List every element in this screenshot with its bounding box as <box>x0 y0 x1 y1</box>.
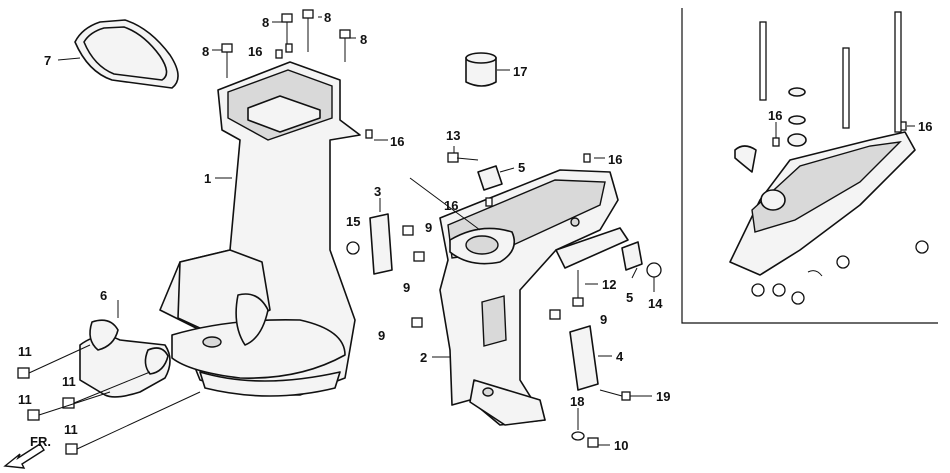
fr-label: FR. <box>30 434 51 449</box>
bolt-13 <box>447 152 459 163</box>
callout-11a: 11 <box>18 344 32 359</box>
pins-16 <box>285 43 907 207</box>
bolt-group-top <box>221 9 351 78</box>
callout-9a: 9 <box>425 220 432 235</box>
callout-1: 1 <box>204 171 211 186</box>
callout-15: 15 <box>346 214 360 229</box>
callout-16e: 16 <box>768 108 782 123</box>
callout-16d: 16 <box>444 198 458 213</box>
callout-14: 14 <box>648 296 663 311</box>
callout-11d: 11 <box>64 422 78 437</box>
callout-7: 7 <box>44 53 51 68</box>
bolt-12 <box>572 297 584 307</box>
inset-assembly <box>729 11 929 305</box>
callout-16b: 16 <box>390 134 404 149</box>
callout-19: 19 <box>656 389 670 404</box>
leader-lines <box>57 16 915 446</box>
washer-18 <box>571 431 585 441</box>
inset-frame <box>681 8 938 324</box>
mount-5b <box>621 241 643 271</box>
callout-11c: 11 <box>18 392 32 407</box>
callout-13: 13 <box>446 128 460 143</box>
callout-8c: 8 <box>202 44 209 59</box>
callout-16a: 16 <box>248 44 262 59</box>
callout-16c: 16 <box>608 152 622 167</box>
callout-4: 4 <box>616 349 624 364</box>
nut-15 <box>346 241 360 255</box>
extension-case <box>159 61 361 397</box>
front-direction-arrow: FR. <box>3 434 51 469</box>
bolt-9d <box>549 309 561 320</box>
callout-17: 17 <box>513 64 527 79</box>
bolt-11d <box>65 443 78 455</box>
bolt-19 <box>621 391 631 401</box>
callout-12: 12 <box>602 277 616 292</box>
callout-8b: 8 <box>324 10 331 25</box>
callout-16f: 16 <box>918 119 932 134</box>
plate-4 <box>569 325 599 391</box>
callout-11b: 11 <box>62 374 76 389</box>
plate-3 <box>369 213 393 275</box>
lower-case <box>439 169 629 426</box>
bolt-9b <box>413 251 425 262</box>
bolt-11c <box>27 409 40 421</box>
water-tube <box>79 319 171 398</box>
callout-9c: 9 <box>378 328 385 343</box>
callout-6: 6 <box>100 288 107 303</box>
callout-5a: 5 <box>518 160 525 175</box>
bolt-9a <box>402 225 414 236</box>
bolt-11a <box>17 367 30 379</box>
mount-5a <box>477 165 503 191</box>
callout-8d: 8 <box>360 32 367 47</box>
bushing <box>465 52 497 87</box>
callout-8a: 8 <box>262 15 269 30</box>
nut-14 <box>646 262 662 278</box>
callout-18: 18 <box>570 394 584 409</box>
callout-5b: 5 <box>626 290 633 305</box>
gasket-ring <box>74 19 179 89</box>
bolt-10 <box>587 437 599 448</box>
bolt-9c <box>411 317 423 328</box>
callout-2: 2 <box>420 350 427 365</box>
callout-9b: 9 <box>403 280 410 295</box>
callout-3: 3 <box>374 184 381 199</box>
callout-9d: 9 <box>600 312 607 327</box>
callout-10: 10 <box>614 438 628 453</box>
